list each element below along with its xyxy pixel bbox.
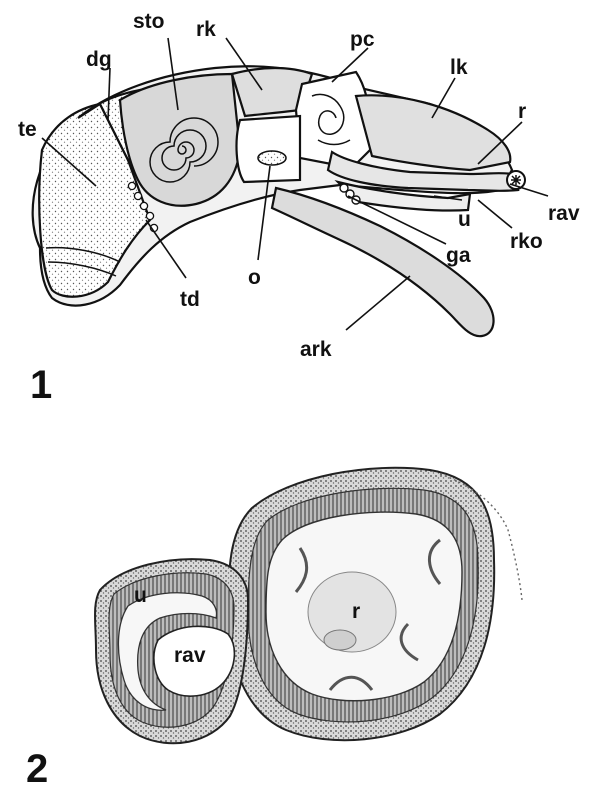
label-rko: rko: [510, 230, 543, 253]
label-sto: sto: [133, 10, 165, 33]
label-u: u: [458, 208, 471, 231]
label-dg: dg: [86, 48, 112, 71]
label-pc: pc: [350, 28, 375, 51]
panel-1-drawing: sto rk pc dg lk te r rav u rko ga o td a…: [18, 10, 580, 407]
label-te: te: [18, 118, 37, 141]
label-rav: rav: [548, 202, 580, 225]
section-label-u: u: [134, 584, 147, 607]
label-ark: ark: [300, 338, 332, 361]
label-rk: rk: [196, 18, 216, 41]
label-td: td: [180, 288, 200, 311]
label-r: r: [518, 100, 526, 123]
section-label-rav: rav: [174, 644, 206, 667]
ovary: [258, 151, 286, 165]
panel-2-section: u rav r 2: [26, 468, 522, 791]
panel-number-1: 1: [30, 363, 52, 407]
label-lk: lk: [450, 56, 468, 79]
label-ga: ga: [446, 244, 471, 267]
panel-number-2: 2: [26, 747, 48, 791]
label-o: o: [248, 266, 261, 289]
section-label-r: r: [352, 600, 360, 623]
